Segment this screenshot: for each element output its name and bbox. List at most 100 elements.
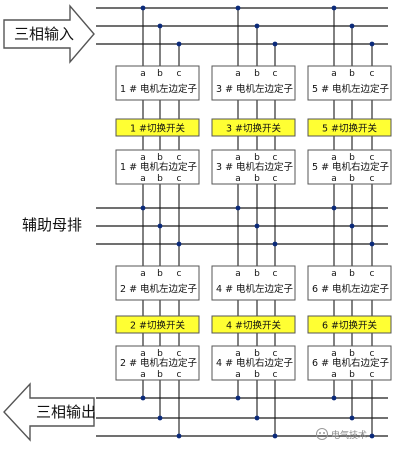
motor-box <box>211 65 296 101</box>
junction-node <box>157 23 163 29</box>
terminal-label: b <box>349 153 355 163</box>
switch-label: 3 #切换开关 <box>226 123 282 135</box>
terminal-label: c <box>177 69 182 79</box>
motor-box <box>307 345 392 381</box>
switch-box <box>307 118 392 137</box>
terminal-label: b <box>254 269 260 279</box>
junction-node <box>349 23 355 29</box>
switch-label: 2 #切换开关 <box>130 320 186 332</box>
junction-node <box>349 223 355 229</box>
switch-box <box>307 315 392 334</box>
motor-box <box>211 265 296 301</box>
terminal-label: b <box>157 69 163 79</box>
terminal-label: a <box>235 69 241 79</box>
terminal-label: a <box>235 370 241 380</box>
terminal-label: a <box>140 69 146 79</box>
input-label: 三相输入 <box>14 25 74 43</box>
terminal-label: b <box>254 349 260 359</box>
terminal-label: c <box>177 153 182 163</box>
junction-node <box>369 241 375 247</box>
terminal-label: b <box>349 349 355 359</box>
watermark-icon-inner <box>319 432 321 434</box>
terminal-label: c <box>273 174 278 184</box>
terminal-label: a <box>235 174 241 184</box>
motor-label: 5 # 电机左边定子 <box>312 83 390 95</box>
motor-box <box>211 149 296 185</box>
terminal-label: c <box>177 269 182 279</box>
motor-box <box>115 149 200 185</box>
terminal-label: c <box>370 349 375 359</box>
junction-node <box>254 415 260 421</box>
switch-box <box>115 315 200 334</box>
junction-node <box>235 5 241 11</box>
input-arrow <box>3 4 95 64</box>
junction-node <box>254 23 260 29</box>
junction-node <box>157 415 163 421</box>
output-label: 三相输出 <box>36 403 96 421</box>
terminal-label: c <box>273 269 278 279</box>
junction-node <box>176 41 182 47</box>
junction-node <box>176 241 182 247</box>
motor-label: 4 # 电机左边定子 <box>216 283 294 295</box>
junction-node <box>369 433 375 439</box>
terminal-label: a <box>235 269 241 279</box>
terminal-label: c <box>273 370 278 380</box>
junction-node <box>369 41 375 47</box>
terminal-label: c <box>273 69 278 79</box>
junction-node <box>331 395 337 401</box>
terminal-label: a <box>235 349 241 359</box>
terminal-label: b <box>254 69 260 79</box>
terminal-label: c <box>370 370 375 380</box>
vertical-wires <box>142 8 373 436</box>
motor-box <box>115 265 200 301</box>
motor-label: 6 # 电机右边定子 <box>312 357 390 369</box>
terminal-label: b <box>254 370 260 380</box>
junction-node <box>235 205 241 211</box>
terminal-label: a <box>331 269 337 279</box>
junction-node <box>176 433 182 439</box>
terminal-label: a <box>140 349 146 359</box>
terminal-label: b <box>157 269 163 279</box>
switch-label: 4 #切换开关 <box>226 320 282 332</box>
motor-label: 1 # 电机左边定子 <box>120 83 198 95</box>
motor-label: 2 # 电机右边定子 <box>120 357 198 369</box>
junction-node <box>272 433 278 439</box>
aux-bus-label: 辅助母排 <box>22 216 82 234</box>
terminal-label: c <box>273 153 278 163</box>
switch-label: 1 #切换开关 <box>130 123 186 135</box>
junction-node <box>349 415 355 421</box>
terminal-label: a <box>140 174 146 184</box>
terminal-label: a <box>331 153 337 163</box>
junction-nodes <box>140 5 375 439</box>
motor-label: 1 # 电机右边定子 <box>120 161 198 173</box>
terminal-label: b <box>157 349 163 359</box>
junction-node <box>140 395 146 401</box>
motor-label: 5 # 电机右边定子 <box>312 161 390 173</box>
terminal-label: b <box>349 370 355 380</box>
switch-box <box>211 118 296 137</box>
junction-node <box>331 205 337 211</box>
terminal-label: c <box>177 370 182 380</box>
terminal-label: c <box>370 269 375 279</box>
junction-node <box>331 5 337 11</box>
motor-box <box>307 149 392 185</box>
terminal-label: a <box>331 174 337 184</box>
terminal-label: b <box>157 174 163 184</box>
switch-label: 6 #切换开关 <box>322 320 378 332</box>
motor-box <box>115 345 200 381</box>
junction-node <box>157 223 163 229</box>
terminal-label: a <box>235 153 241 163</box>
terminal-label: b <box>349 269 355 279</box>
watermark-icon-inner <box>323 432 325 434</box>
terminal-label: a <box>140 370 146 380</box>
terminal-label: a <box>331 370 337 380</box>
terminal-label: b <box>254 153 260 163</box>
watermark-icon <box>316 428 328 440</box>
terminal-label: a <box>140 153 146 163</box>
terminal-label: b <box>157 370 163 380</box>
motor-box <box>307 265 392 301</box>
terminal-label: a <box>331 349 337 359</box>
